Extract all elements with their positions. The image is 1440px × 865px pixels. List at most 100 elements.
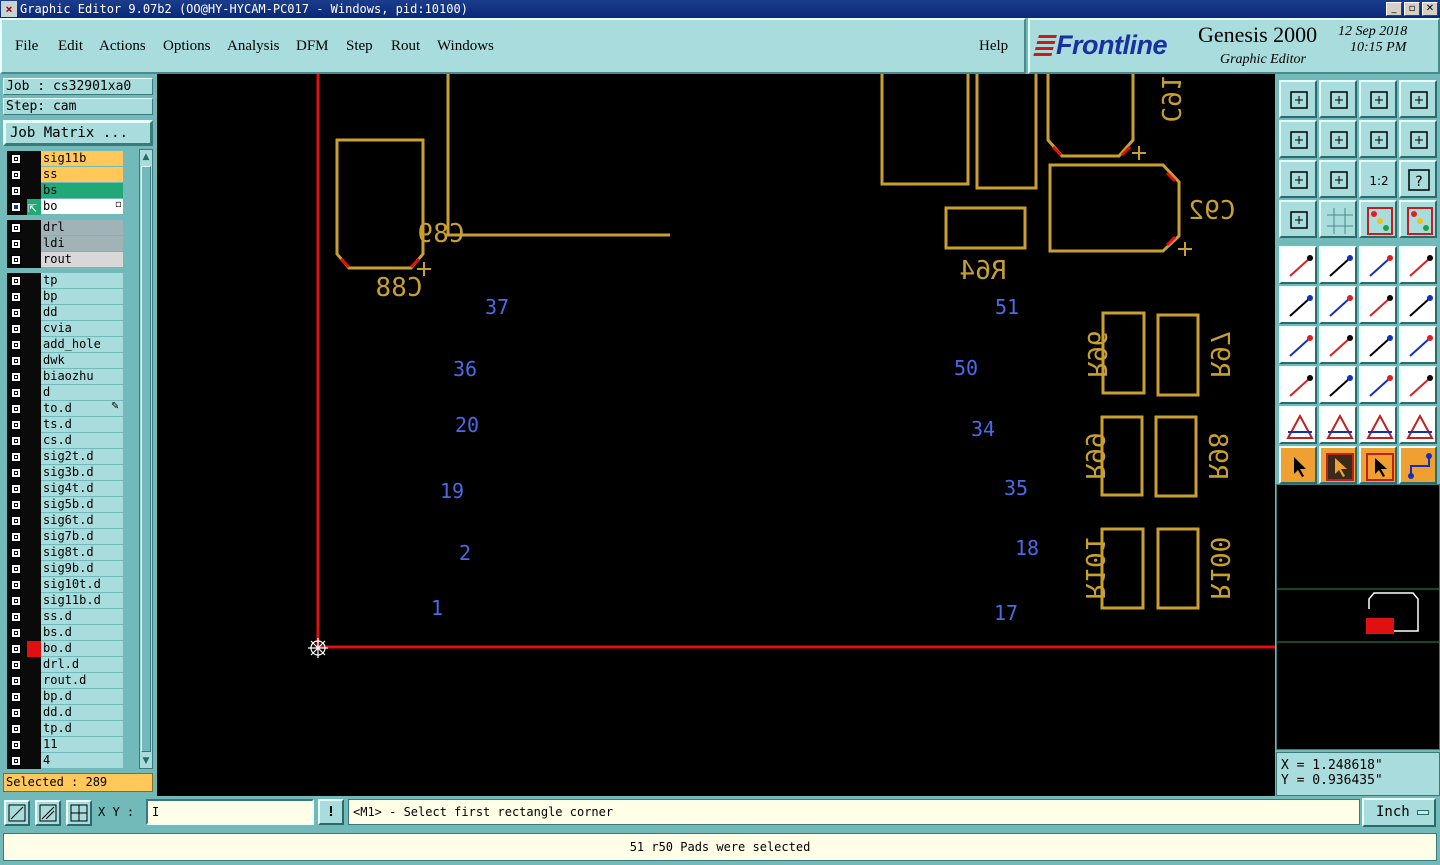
layer-checkbox[interactable] bbox=[11, 170, 21, 180]
menu-help[interactable]: Help bbox=[979, 38, 1009, 54]
layer-row[interactable]: rout bbox=[3, 252, 138, 268]
layer-checkbox[interactable] bbox=[11, 580, 21, 590]
step-left-button[interactable] bbox=[1279, 120, 1317, 158]
replace-pad-button[interactable] bbox=[1279, 366, 1317, 404]
layer-color-swatch[interactable] bbox=[27, 433, 41, 449]
layer-checkbox[interactable] bbox=[11, 756, 21, 766]
layer-row[interactable]: sig7b.d bbox=[3, 529, 138, 545]
layer-name[interactable]: ss.d bbox=[41, 609, 123, 624]
layer-row[interactable]: bp.d bbox=[3, 689, 138, 705]
layer-color-swatch[interactable] bbox=[27, 689, 41, 705]
layer-row[interactable]: ldi bbox=[3, 236, 138, 252]
layer-name[interactable]: bp bbox=[41, 289, 123, 304]
undo-zoom-button[interactable] bbox=[1359, 120, 1397, 158]
layer-row[interactable]: bs bbox=[3, 183, 138, 199]
grid-button[interactable] bbox=[1319, 200, 1357, 238]
layer-name[interactable]: cs.d bbox=[41, 433, 123, 448]
layer-checkbox[interactable] bbox=[11, 500, 21, 510]
layer-row[interactable]: sig3b.d bbox=[3, 465, 138, 481]
layer-checkbox[interactable] bbox=[11, 340, 21, 350]
layer-row[interactable]: sig11b.d bbox=[3, 593, 138, 609]
menu-analysis[interactable]: Analysis bbox=[227, 38, 280, 54]
layer-checkbox[interactable] bbox=[11, 516, 21, 526]
scroll-down-icon[interactable]: ▼ bbox=[142, 756, 150, 766]
layer-color-swatch[interactable] bbox=[27, 721, 41, 737]
layer-color-swatch[interactable] bbox=[27, 417, 41, 433]
layer-checkbox[interactable] bbox=[11, 468, 21, 478]
select-arrow-button[interactable] bbox=[1279, 446, 1317, 484]
layer-row[interactable]: tp bbox=[3, 273, 138, 289]
layer-row[interactable]: rout.d bbox=[3, 673, 138, 689]
layer-row[interactable]: cs.d bbox=[3, 433, 138, 449]
layer-color-swatch[interactable] bbox=[27, 151, 41, 167]
select-dark-button[interactable] bbox=[1319, 446, 1357, 484]
layer-name[interactable]: rout.d bbox=[41, 673, 123, 688]
layer-color-swatch[interactable] bbox=[27, 481, 41, 497]
layer-checkbox[interactable] bbox=[11, 239, 21, 249]
ruler-button[interactable] bbox=[1359, 246, 1397, 284]
layer-checkbox[interactable] bbox=[11, 324, 21, 334]
layer-checkbox[interactable] bbox=[11, 202, 21, 212]
add-pad-button[interactable] bbox=[1279, 246, 1317, 284]
fit-screen-button[interactable] bbox=[1279, 160, 1317, 198]
layer-name[interactable]: sig10t.d bbox=[41, 577, 123, 592]
layer-name[interactable]: 11 bbox=[41, 737, 123, 752]
layer-row[interactable]: dd bbox=[3, 305, 138, 321]
maximize-button[interactable]: ▫ bbox=[1404, 2, 1420, 16]
triangle-small-button[interactable] bbox=[1279, 406, 1317, 444]
units-select[interactable]: Inch bbox=[1362, 798, 1436, 827]
layer-row[interactable]: 11 bbox=[3, 737, 138, 753]
angle-line-button[interactable] bbox=[1279, 326, 1317, 364]
layer-name[interactable]: to.d bbox=[41, 401, 123, 416]
draw-line-button[interactable] bbox=[1319, 326, 1357, 364]
layer-color-swatch[interactable] bbox=[27, 183, 41, 199]
scroll-up-icon[interactable]: ▲ bbox=[142, 152, 150, 162]
measure-button[interactable] bbox=[1279, 200, 1317, 238]
layer-name[interactable]: sig9b.d bbox=[41, 561, 123, 576]
layer-checkbox[interactable] bbox=[11, 564, 21, 574]
layer-color-swatch[interactable] bbox=[27, 497, 41, 513]
layer-color-swatch[interactable] bbox=[27, 385, 41, 401]
layer-row[interactable]: dwk bbox=[3, 353, 138, 369]
layer-color-swatch[interactable] bbox=[27, 337, 41, 353]
layer-checkbox[interactable] bbox=[11, 292, 21, 302]
layer-row[interactable]: biaozhu bbox=[3, 369, 138, 385]
layer-name[interactable]: tp bbox=[41, 273, 123, 288]
layer-row[interactable]: add_hole bbox=[3, 337, 138, 353]
layer-name[interactable]: dd bbox=[41, 305, 123, 320]
layer-name[interactable]: sig11b bbox=[41, 151, 123, 166]
layer-name[interactable]: sig6t.d bbox=[41, 513, 123, 528]
add-line-button[interactable] bbox=[1319, 246, 1357, 284]
layer-name[interactable]: ts.d bbox=[41, 417, 123, 432]
layer-checkbox[interactable] bbox=[11, 276, 21, 286]
graphic-canvas[interactable]: C89 C92 R64 C88 C91 R96 R97 R99 R98 R101… bbox=[157, 74, 1275, 796]
layer-checkbox[interactable] bbox=[11, 420, 21, 430]
overview-map[interactable] bbox=[1276, 484, 1440, 750]
triangle-b-button[interactable] bbox=[1359, 406, 1397, 444]
layer-color-swatch[interactable] bbox=[27, 529, 41, 545]
layer-checkbox[interactable] bbox=[11, 255, 21, 265]
layer-name[interactable]: tp.d bbox=[41, 721, 123, 736]
layer-checkbox[interactable] bbox=[11, 708, 21, 718]
layer-checkbox[interactable] bbox=[11, 548, 21, 558]
layer-name[interactable]: dd.d bbox=[41, 705, 123, 720]
layer-checkbox[interactable] bbox=[11, 186, 21, 196]
layer-row[interactable]: 4 bbox=[3, 753, 138, 769]
layer-color-swatch[interactable] bbox=[27, 252, 41, 268]
pad-shape-button[interactable] bbox=[1399, 246, 1437, 284]
layer-name[interactable]: sig3b.d bbox=[41, 465, 123, 480]
layer-name[interactable]: d bbox=[41, 385, 123, 400]
layer-checkbox[interactable] bbox=[11, 532, 21, 542]
menu-dfm[interactable]: DFM bbox=[296, 38, 329, 54]
layer-color-swatch[interactable] bbox=[27, 167, 41, 183]
layer-row[interactable]: ⇱bo▫ bbox=[3, 199, 138, 215]
layer-checkbox[interactable] bbox=[11, 692, 21, 702]
layer-checkbox[interactable] bbox=[11, 308, 21, 318]
layer-row[interactable]: tp.d bbox=[3, 721, 138, 737]
layer-name[interactable]: biaozhu bbox=[41, 369, 123, 384]
layer-row[interactable]: d bbox=[3, 385, 138, 401]
close-button[interactable]: ✕ bbox=[1422, 2, 1438, 16]
layer-row[interactable]: sig10t.d bbox=[3, 577, 138, 593]
zoom-center-button[interactable] bbox=[1319, 160, 1357, 198]
layer-name[interactable]: sig2t.d bbox=[41, 449, 123, 464]
